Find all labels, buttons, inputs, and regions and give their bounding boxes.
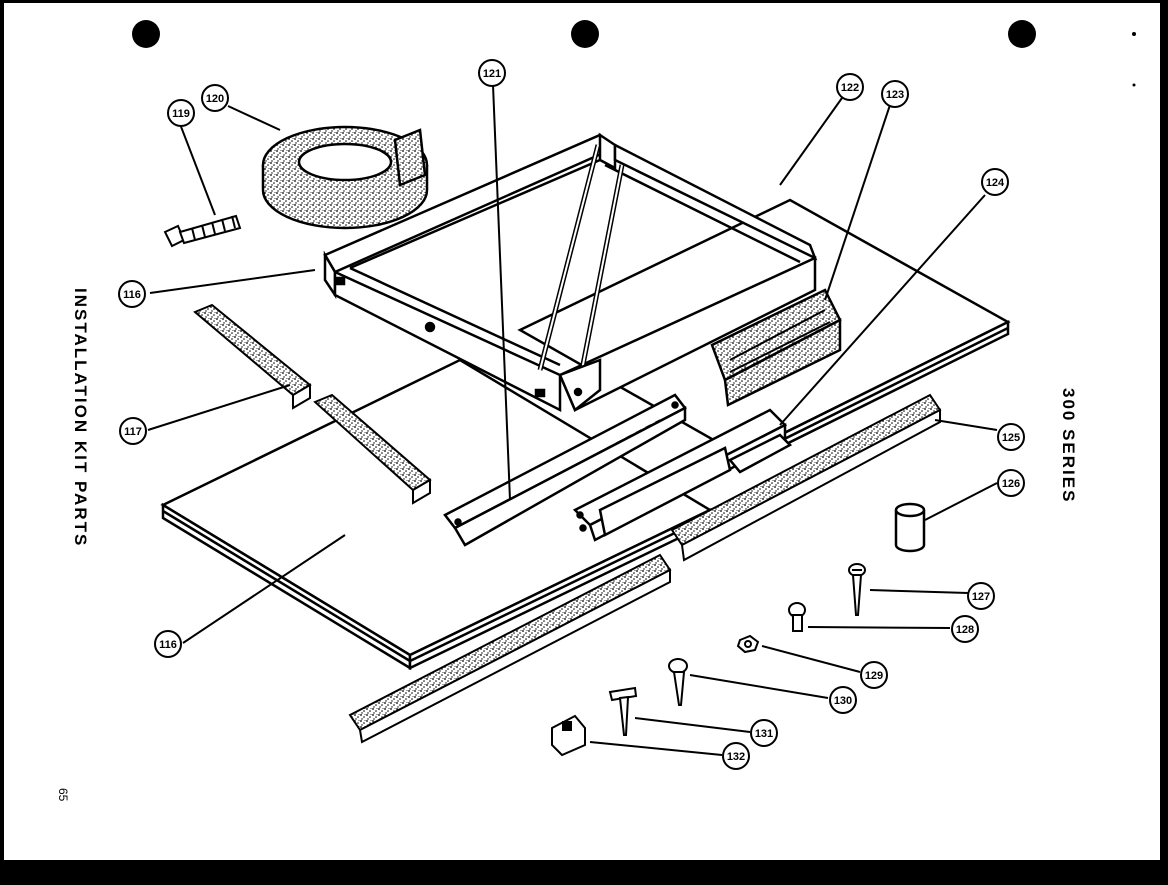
binder-hole <box>571 20 599 48</box>
wood-screw-130 <box>668 658 688 706</box>
callout-119: 119 <box>167 99 195 127</box>
hex-nut-129 <box>736 634 760 654</box>
svg-text:130: 130 <box>834 695 852 707</box>
nail-131 <box>608 686 638 736</box>
foam-seal-strip-117 <box>193 303 432 505</box>
callout-132: 132 <box>722 742 750 770</box>
clip-nut-132 <box>551 714 586 757</box>
support-bracket-121 <box>443 393 687 547</box>
window-frame <box>323 132 818 413</box>
lag-bolt-119 <box>163 214 242 248</box>
callout-128: 128 <box>951 615 979 643</box>
callout-130: 130 <box>829 686 857 714</box>
svg-text:120: 120 <box>206 93 224 105</box>
svg-text:123: 123 <box>886 89 904 101</box>
foam-gasket-roll-120 <box>261 125 429 230</box>
svg-text:125: 125 <box>1002 432 1020 444</box>
svg-text:128: 128 <box>956 624 974 636</box>
callout-116b: 116 <box>154 630 182 658</box>
svg-text:116: 116 <box>159 639 177 651</box>
callout-121: 121 <box>478 59 506 87</box>
svg-text:129: 129 <box>865 670 883 682</box>
callout-124: 124 <box>981 168 1009 196</box>
callout-122: 122 <box>836 73 864 101</box>
svg-text:121: 121 <box>483 68 501 80</box>
series-label: 300 SERIES <box>1059 388 1078 504</box>
angle-bracket-124 <box>572 408 793 542</box>
svg-text:122: 122 <box>841 82 859 94</box>
callout-123: 123 <box>881 80 909 108</box>
foam-pad-123 <box>710 288 842 407</box>
svg-text:132: 132 <box>727 751 745 763</box>
binder-hole <box>1008 20 1036 48</box>
callout-120: 120 <box>201 84 229 112</box>
svg-text:126: 126 <box>1002 478 1020 490</box>
spacer-sleeve-126 <box>894 502 926 553</box>
svg-text:119: 119 <box>172 108 190 120</box>
foam-rail-125 <box>348 393 942 744</box>
callout-126: 126 <box>997 469 1025 497</box>
mounting-board-front <box>160 358 713 671</box>
callout-125: 125 <box>997 423 1025 451</box>
leader-lines <box>147 84 998 756</box>
callout-116a: 116 <box>118 280 146 308</box>
svg-text:116: 116 <box>123 289 141 301</box>
binder-hole <box>132 20 160 48</box>
svg-text:131: 131 <box>755 728 773 740</box>
wood-screw-127 <box>848 563 866 616</box>
machine-screw-128 <box>788 602 806 632</box>
svg-text:124: 124 <box>986 177 1005 189</box>
document-title: INSTALLATION KIT PARTS <box>71 288 90 548</box>
svg-text:127: 127 <box>972 591 990 603</box>
callout-131: 131 <box>750 719 778 747</box>
callout-117: 117 <box>119 417 147 445</box>
page-number: 65 <box>56 788 70 802</box>
svg-text:117: 117 <box>124 426 142 438</box>
callout-129: 129 <box>860 661 888 689</box>
callout-127: 127 <box>967 582 995 610</box>
